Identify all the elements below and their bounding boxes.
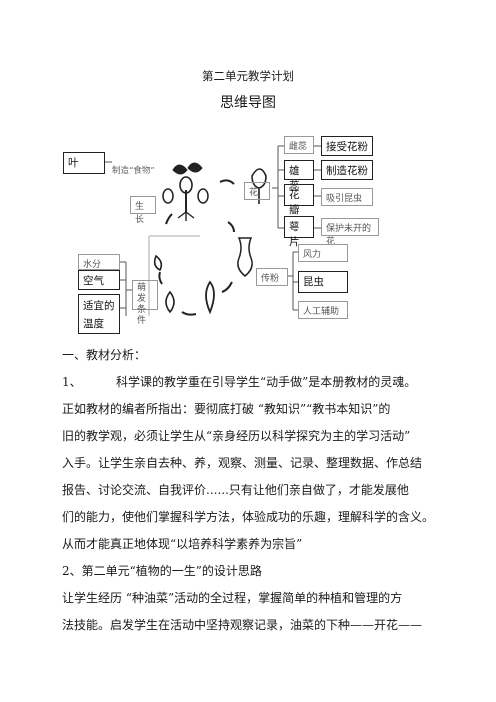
paragraph-line: 正如教材的编者所指出：要彻底打破 “教知识”“教书本知识”的: [62, 402, 391, 416]
mind-map-connectors: [105, 145, 321, 316]
paragraph-line: 们的能力，使他们掌握科学方法，体验成功的乐趣，理解科学的含义。: [62, 510, 435, 524]
mind-map: 叶 制造“食物” 生长 花 雌蕊 接受花粉 雄蕊 制造花粉 花瓣 吸引昆虫 萼片…: [0, 0, 496, 345]
part-name-stamen: 雄蕊: [284, 160, 314, 192]
node-leaf: 叶: [63, 152, 105, 174]
pollinator-insect: 昆虫: [298, 271, 348, 293]
item-1-label: 1、: [62, 375, 82, 389]
item-2-heading: 2、第二单元“植物的一生”的设计思路: [62, 564, 262, 578]
paragraph-line: 旧的教学观，必须让学生从“亲身经历以科学探究为主的学习活动”: [62, 429, 411, 443]
condition-air: 空气: [78, 270, 120, 290]
paragraph-line: 让学生经历 “种油菜”活动的全过程，掌握简单的种植和管理的方: [62, 591, 403, 605]
paragraph-line: 报告、讨论交流、自我评价......只有让他们亲自做了，才能发展他: [62, 483, 409, 497]
part-name-petal: 花瓣: [284, 184, 314, 216]
node-grow: 生长: [130, 196, 156, 225]
pollinator-artificial: 人工辅助: [298, 301, 348, 319]
condition-temperature: 适宜的温度: [78, 294, 120, 334]
pollinator-wind: 风力: [298, 244, 348, 262]
part-name-pistil: 雌蕊: [284, 136, 314, 154]
part-function-stamen: 制造花粉: [321, 160, 373, 180]
label-make-food: 制造“食物”: [112, 166, 155, 176]
paragraph-line: 入手。让学生亲自去种、养，观察、测量、记录、整理数据、作总结: [62, 456, 423, 470]
paragraph-line: 从而才能真正地体现“以培养科学素养为宗旨”: [62, 537, 303, 551]
condition-water: 水分: [78, 254, 120, 270]
part-function-petal: 吸引昆虫: [321, 188, 373, 206]
part-function-pistil: 接受花粉: [321, 136, 373, 156]
paragraph-line: 法技能。启发学生在活动中坚持观察记录，油菜的下种——开花——: [62, 618, 423, 632]
node-pollination: 传粉: [256, 268, 288, 286]
section-heading: 一、教材分析：: [62, 348, 147, 362]
node-germination-conditions: 萌发条件: [132, 280, 158, 326]
paragraph-line: 科学课的教学重在引导学生“动手做”是本册教材的灵魂。: [116, 375, 417, 389]
unit-plan-title: 第二单元教学计划: [202, 69, 294, 83]
part-function-sepal: 保护未开的花: [321, 218, 379, 247]
mindmap-title: 思维导图: [220, 95, 276, 111]
node-flower: 花: [244, 182, 270, 200]
part-name-sepal: 萼片: [284, 216, 314, 248]
